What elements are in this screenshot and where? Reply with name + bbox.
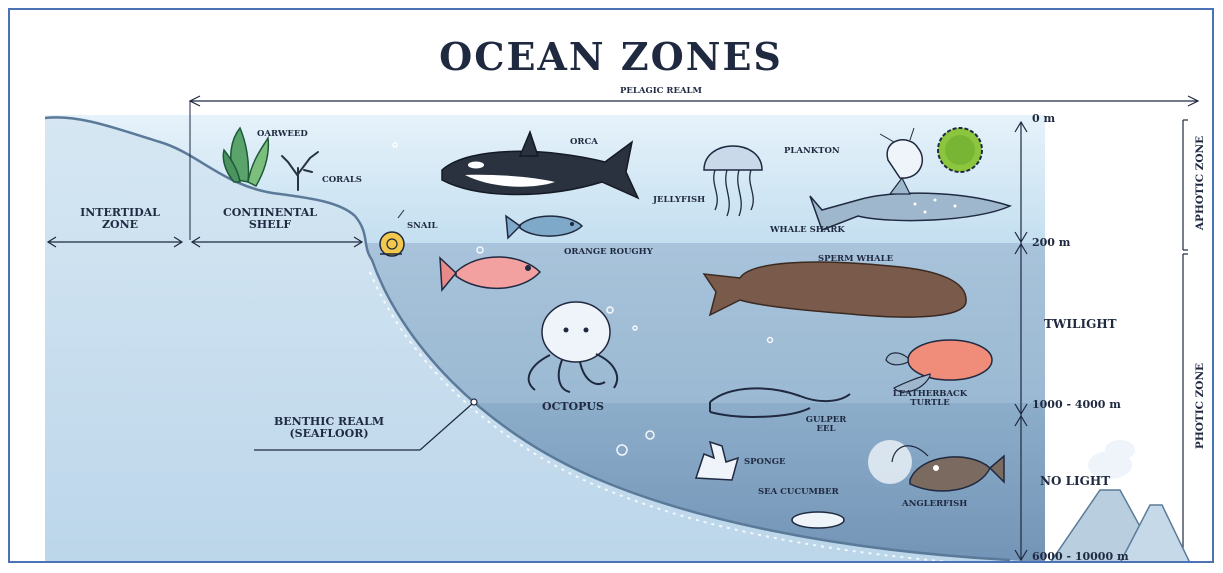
orange-roughy-label: ORANGE ROUGHY <box>564 248 653 257</box>
corals-label: CORALS <box>322 176 362 185</box>
depth-6000m-label: 6000 - 10000 m <box>1032 551 1129 563</box>
leatherback-turtle-label: LEATHERBACK TURTLE <box>885 390 975 409</box>
whale-shark-label: WHALE SHARK <box>770 226 845 235</box>
depth-1000m-label: 1000 - 4000 m <box>1032 399 1121 411</box>
benthic-realm-label: BENTHIC REALM (SEAFLOOR) <box>254 416 404 440</box>
twilight-label: TWILIGHT <box>1044 318 1117 331</box>
page-title: OCEAN ZONES <box>10 34 1212 79</box>
jellyfish-label: JELLYFISH <box>653 196 705 205</box>
sponge-label: SPONGE <box>744 458 785 467</box>
depth-200m-label: 200 m <box>1032 237 1070 249</box>
orca-label: ORCA <box>570 138 598 147</box>
volcano-illustration <box>1050 440 1190 563</box>
sea-cucumber-illustration <box>792 512 844 528</box>
depth-0m-label: 0 m <box>1032 113 1055 125</box>
plankton-label: PLANKTON <box>784 147 840 156</box>
snail-label: SNAIL <box>407 222 437 231</box>
gulper-eel-label: GULPER EEL <box>796 416 856 435</box>
intertidal-zone-label: INTERTIDAL ZONE <box>60 207 180 231</box>
ocean-scene <box>10 10 1214 563</box>
continental-shelf-label: CONTINENTAL SHELF <box>200 207 340 231</box>
anglerfish-label: ANGLERFISH <box>902 500 967 509</box>
zone-brackets <box>1183 120 1188 560</box>
sea-cucumber-label: SEA CUCUMBER <box>758 488 839 497</box>
photic-zone-label: PHOTIC ZONE <box>1194 356 1206 456</box>
pelagic-realm-label: PELAGIC REALM <box>620 87 702 96</box>
diagram-frame: OCEAN ZONES PELAGIC REALM INTERTIDAL ZON… <box>8 8 1214 563</box>
no-light-label: NO LIGHT <box>1040 475 1110 488</box>
oarweed-label: OARWEED <box>257 130 308 139</box>
octopus-label: OCTOPUS <box>542 401 604 413</box>
sperm-whale-label: SPERM WHALE <box>818 255 893 264</box>
aphotic-zone-label: APHOTIC ZONE <box>1194 133 1206 233</box>
